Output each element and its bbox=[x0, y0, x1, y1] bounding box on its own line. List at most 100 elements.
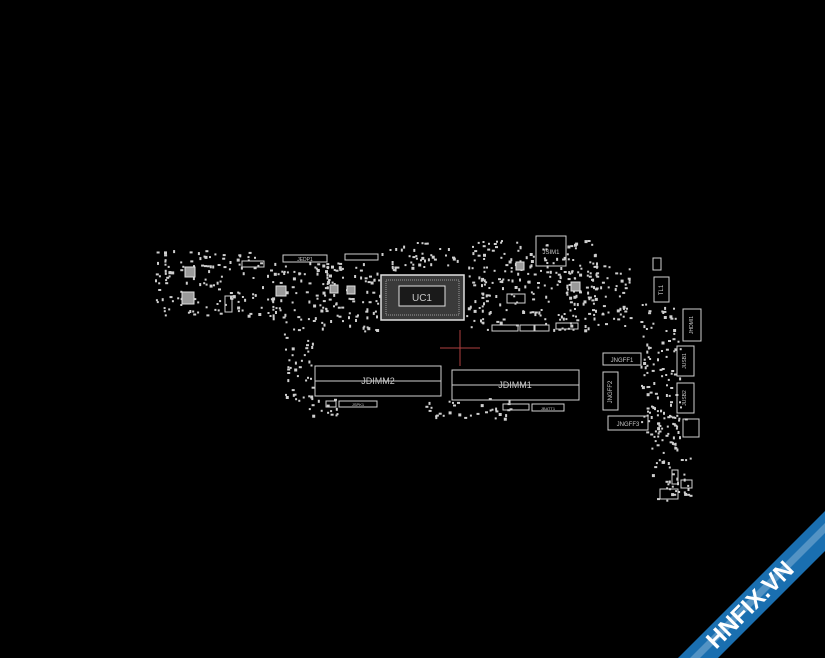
strip-2[interactable] bbox=[519, 324, 535, 332]
smd-pad bbox=[489, 409, 492, 412]
smd-pad bbox=[338, 266, 342, 270]
smd-pad bbox=[667, 462, 670, 465]
dimm-slot-jdimm2[interactable]: JDIMM2 bbox=[314, 365, 442, 397]
ic-small[interactable] bbox=[506, 293, 526, 304]
smd-pad bbox=[508, 260, 512, 264]
smd-pad bbox=[496, 320, 500, 323]
smd-pad bbox=[488, 287, 491, 289]
ngff-slot-jngff2[interactable]: JNGFF2 bbox=[602, 371, 619, 411]
usb-connector-jusb1[interactable]: JUSB1 bbox=[676, 345, 695, 377]
strip-1[interactable] bbox=[491, 324, 519, 332]
smd-pad bbox=[376, 272, 379, 276]
tl1-component[interactable]: TL1 bbox=[653, 276, 670, 303]
small-ic bbox=[570, 281, 581, 292]
smd-pad bbox=[362, 263, 365, 267]
sim-slot-jsim1[interactable]: JSIM1 bbox=[535, 235, 567, 267]
edp-connector-jedp1[interactable]: JEDP1 bbox=[282, 254, 328, 263]
smd-pad bbox=[291, 347, 295, 351]
speaker-connector[interactable]: JSPK1 bbox=[338, 400, 378, 408]
smd-pad bbox=[470, 326, 473, 329]
smd-pad bbox=[302, 396, 305, 399]
smd-pad bbox=[499, 280, 502, 283]
smd-pad bbox=[476, 412, 480, 415]
usb1-label: JUSB1 bbox=[682, 353, 688, 369]
connector-tiny[interactable] bbox=[652, 257, 662, 271]
strip-left[interactable] bbox=[241, 260, 265, 268]
smd-pad bbox=[580, 267, 583, 270]
small-ic bbox=[184, 266, 196, 278]
smd-pad bbox=[208, 270, 211, 274]
strip-4[interactable] bbox=[555, 322, 579, 330]
smd-pad bbox=[289, 366, 292, 369]
smd-pad bbox=[643, 362, 647, 365]
hdmi-connector-jhdmi1[interactable]: JHDMI1 bbox=[682, 308, 702, 342]
smd-pad bbox=[499, 321, 503, 325]
smd-pad bbox=[341, 306, 345, 309]
smd-pad bbox=[474, 300, 477, 304]
connector-bottom-2[interactable] bbox=[325, 400, 337, 408]
connector-tiny-2[interactable] bbox=[671, 469, 679, 485]
smd-pad bbox=[595, 309, 597, 313]
smd-pad bbox=[673, 307, 675, 310]
smd-pad bbox=[593, 265, 596, 268]
strip-3[interactable] bbox=[534, 324, 550, 332]
smd-pad bbox=[238, 263, 241, 266]
smd-pad bbox=[249, 312, 253, 315]
smd-pad bbox=[672, 416, 675, 419]
smd-pad bbox=[158, 282, 161, 285]
smd-pad bbox=[574, 277, 577, 280]
smd-pad bbox=[378, 279, 381, 282]
smd-pad bbox=[500, 241, 503, 244]
smd-pad bbox=[161, 298, 164, 302]
smd-pad bbox=[322, 264, 326, 268]
ngff-slot-jngff1[interactable]: JNGFF1 bbox=[602, 352, 642, 366]
smd-pad bbox=[339, 268, 343, 271]
smd-pad bbox=[319, 304, 322, 307]
smd-pad bbox=[216, 281, 219, 285]
connector-tiny-3[interactable] bbox=[680, 479, 693, 489]
smd-pad bbox=[322, 306, 325, 309]
smd-pad bbox=[189, 251, 193, 254]
smd-pad bbox=[683, 491, 686, 494]
connector-bottom[interactable] bbox=[502, 403, 530, 411]
smd-pad bbox=[645, 303, 648, 306]
smd-pad bbox=[670, 403, 672, 407]
smd-pad bbox=[685, 459, 688, 462]
smd-pad bbox=[519, 245, 522, 248]
smd-pad bbox=[295, 398, 298, 401]
battery-connector[interactable]: JBATT1 bbox=[531, 403, 565, 412]
smd-pad bbox=[647, 346, 650, 350]
smd-pad bbox=[646, 386, 649, 389]
connector-strip[interactable] bbox=[344, 253, 379, 261]
smd-pad bbox=[287, 368, 291, 371]
smd-pad bbox=[680, 406, 682, 409]
smd-pad bbox=[428, 409, 432, 412]
connector-small[interactable] bbox=[682, 418, 700, 438]
smd-pad bbox=[315, 294, 319, 297]
smd-pad bbox=[415, 255, 418, 258]
smd-pad bbox=[335, 407, 338, 411]
smd-pad bbox=[367, 281, 371, 284]
cpu-uc1[interactable]: UC1 bbox=[380, 274, 465, 321]
smd-pad bbox=[596, 265, 598, 269]
smd-pad bbox=[607, 286, 610, 289]
smd-pad bbox=[483, 279, 486, 283]
smd-pad bbox=[230, 296, 232, 299]
smd-pad bbox=[366, 326, 369, 329]
smd-pad bbox=[689, 457, 692, 460]
smd-pad bbox=[483, 266, 486, 269]
smd-pad bbox=[483, 258, 486, 260]
smd-pad bbox=[491, 408, 494, 411]
smd-pad bbox=[362, 301, 365, 304]
connector-tiny-4[interactable] bbox=[659, 488, 679, 500]
edp-label: JEDP1 bbox=[297, 257, 313, 263]
smd-pad bbox=[197, 311, 200, 314]
smd-pad bbox=[514, 302, 517, 305]
usb-connector-jusb2[interactable]: JUSB2 bbox=[676, 382, 695, 414]
ngff-slot-jngff3[interactable]: JNGFF3 bbox=[607, 415, 649, 431]
smd-pad bbox=[661, 427, 664, 430]
dimm-slot-jdimm1[interactable]: JDIMM1 bbox=[451, 369, 580, 401]
smd-pad bbox=[364, 280, 367, 283]
smd-pad bbox=[487, 248, 491, 251]
